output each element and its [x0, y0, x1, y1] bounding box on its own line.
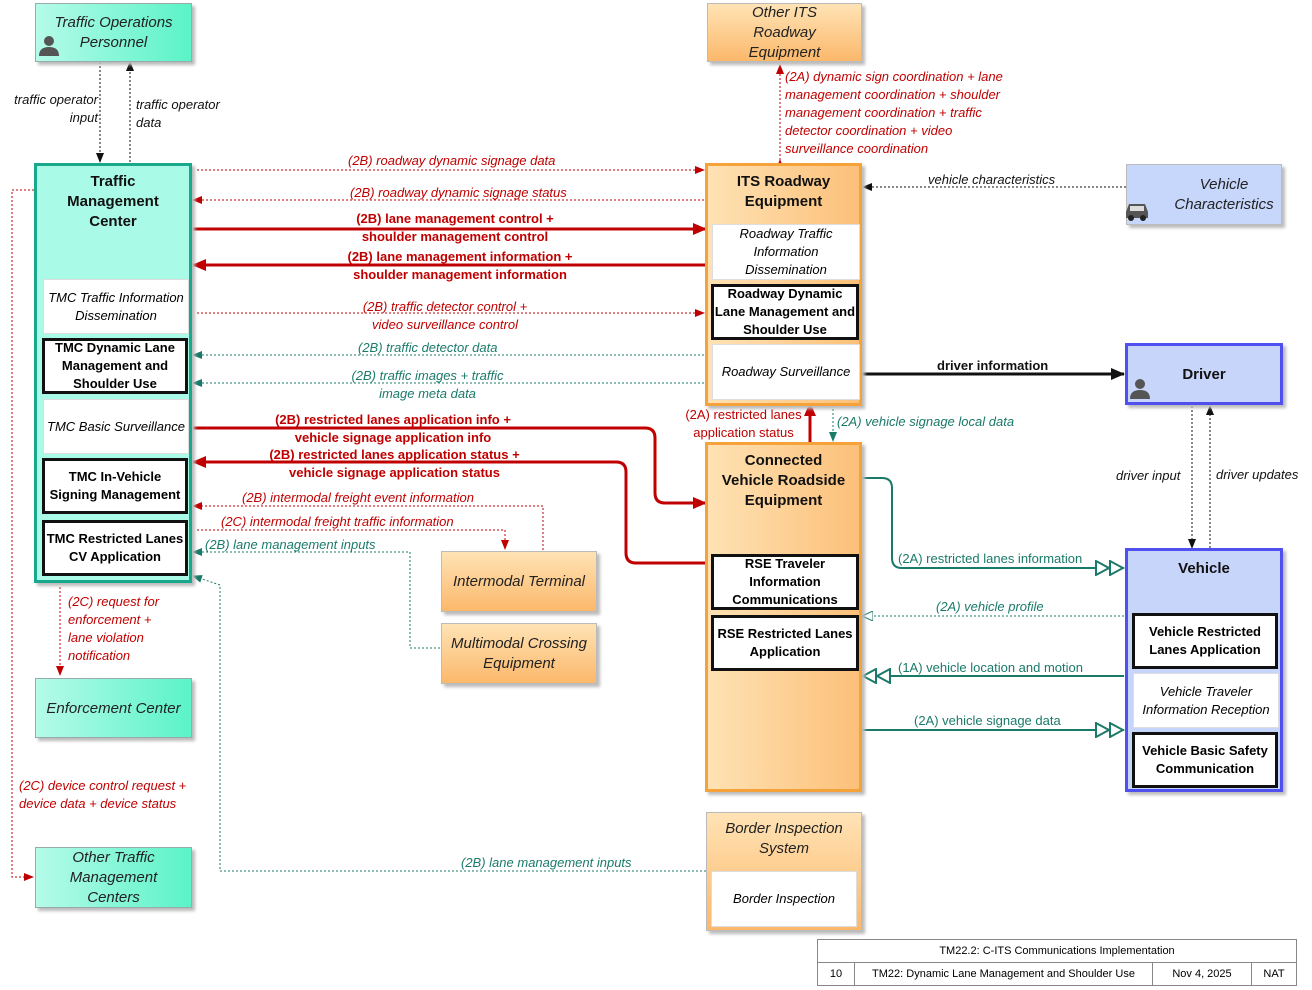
freight-traffic-line [197, 529, 509, 550]
traffic-ops-label: Traffic Operations Personnel [54, 13, 173, 51]
vehicle-char-box[interactable]: Vehicle Characteristics [1126, 164, 1282, 225]
cv-roadside-title: Connected Vehicle Roadside Equipment [721, 452, 846, 509]
tmc-box[interactable]: Traffic Management Center TMC Traffic In… [34, 163, 192, 583]
driver-updates-label: driver updates [1216, 467, 1299, 482]
tmc-sub-2[interactable]: TMC Dynamic Lane Management and Shoulder… [42, 338, 188, 394]
operator-input-label: traffic operator input [14, 92, 98, 125]
lane-mgmt-inputs2-line [192, 575, 706, 872]
rl-status-2a-label: (2A) restricted lanes application status [685, 407, 802, 440]
vehicle-box[interactable]: Vehicle Vehicle Restricted Lanes Applica… [1125, 548, 1283, 792]
rl-info-line [862, 477, 1124, 568]
title-block-title: TM22.2: C-ITS Communications Implementat… [817, 939, 1297, 963]
its-sub-3[interactable]: Roadway Surveillance [712, 344, 860, 400]
tmc-sub-4[interactable]: TMC In-Vehicle Signing Management [42, 458, 188, 514]
car-icon [1126, 204, 1148, 221]
device-ctrl-line [11, 186, 43, 881]
border-box[interactable]: Border Inspection System Border Inspecti… [706, 812, 862, 931]
cv-sub-2[interactable]: RSE Restricted Lanes Application [711, 615, 859, 671]
intermodal-terminal-label: Intermodal Terminal [452, 573, 585, 590]
coord-label: (2A) dynamic sign coordination + lane ma… [785, 69, 1003, 156]
its-roadway-title: ITS Roadway Equipment [736, 173, 831, 210]
title-block-name: TM22: Dynamic Lane Management and Should… [854, 962, 1153, 986]
traffic-ops-box[interactable]: Traffic Operations Personnel [35, 3, 192, 62]
detector-data-label: (2B) traffic detector data [358, 340, 498, 355]
driver-box[interactable]: Driver [1125, 343, 1283, 405]
cv-sub-1[interactable]: RSE Traveler Information Communications [711, 554, 859, 610]
title-block-num: 10 [817, 962, 855, 986]
multimodal-label: Multimodal Crossing Equipment [451, 634, 587, 672]
tmc-title: Traffic Management Center [67, 173, 159, 230]
rl-info-label: (2A) restricted lanes information [898, 551, 1083, 566]
rl-app-info-label: (2B) restricted lanes application info +… [275, 412, 511, 445]
operator-data-label: traffic operator data [136, 97, 220, 130]
vehicle-sub-2[interactable]: Vehicle Traveler Information Reception [1133, 673, 1279, 728]
traffic-images-label: (2B) traffic images + traffic image meta… [351, 368, 504, 401]
detector-ctrl-label: (2B) traffic detector control + video su… [362, 299, 528, 332]
intermodal-terminal-box[interactable]: Intermodal Terminal [441, 551, 597, 612]
vehicle-sub-3[interactable]: Vehicle Basic Safety Communication [1132, 732, 1278, 788]
other-tmc-label: Other Traffic Management Centers [69, 848, 158, 906]
tmc-sub-3[interactable]: TMC Basic Surveillance [43, 399, 189, 454]
vehicle-title: Vehicle [1178, 560, 1230, 577]
driver-input-label: driver input [1116, 468, 1181, 483]
person-icon [1130, 379, 1150, 399]
rl-app-info-line [193, 426, 707, 509]
its-sub-1[interactable]: Roadway Traffic Information Disseminatio… [712, 224, 860, 280]
veh-sign-local-label: (2A) vehicle signage local data [837, 414, 1015, 429]
sign-status-label: (2B) roadway dynamic signage status [350, 185, 567, 200]
multimodal-box[interactable]: Multimodal Crossing Equipment [441, 623, 597, 684]
cv-roadside-box[interactable]: Connected Vehicle Roadside Equipment RSE… [705, 442, 862, 792]
title-block: TM22.2: C-ITS Communications Implementat… [817, 939, 1297, 986]
tmc-sub-1[interactable]: TMC Traffic Information Dissemination [43, 279, 189, 334]
vehicle-char-flow-label: vehicle characteristics [928, 172, 1056, 187]
enforcement-req-label: (2C) request for enforcement + lane viol… [68, 594, 160, 663]
veh-sign-label: (2A) vehicle signage data [914, 713, 1061, 728]
rl-app-status-line [192, 456, 706, 565]
veh-loc-label: (1A) vehicle location and motion [898, 660, 1083, 675]
lane-mgmt-inputs-line [192, 548, 440, 649]
veh-profile-label: (2A) vehicle profile [936, 599, 1044, 614]
border-title: Border Inspection System [725, 820, 843, 857]
lane-mgmt-inputs-label: (2B) lane management inputs [205, 537, 376, 552]
rl-app-status-label: (2B) restricted lanes application status… [269, 447, 520, 480]
vehicle-char-label: Vehicle Characteristics [1174, 175, 1274, 213]
lane-ctrl-label: (2B) lane management control + shoulder … [356, 211, 554, 244]
lane-mgmt-inputs2-label: (2B) lane management inputs [461, 855, 632, 870]
other-its-label: Other ITS Roadway Equipment [748, 3, 821, 61]
its-roadway-box[interactable]: ITS Roadway Equipment Roadway Traffic In… [705, 163, 862, 406]
freight-traffic-label: (2C) intermodal freight traffic informat… [221, 514, 454, 529]
tmc-sub-5[interactable]: TMC Restricted Lanes CV Application [42, 520, 188, 576]
lane-info-label: (2B) lane management information + shoul… [347, 249, 573, 282]
freight-event-line [192, 502, 544, 550]
driver-title: Driver [1182, 366, 1226, 383]
vehicle-sub-1[interactable]: Vehicle Restricted Lanes Application [1132, 613, 1278, 669]
title-block-date: Nov 4, 2025 [1152, 962, 1252, 986]
sign-data-label: (2B) roadway dynamic signage data [348, 153, 556, 168]
person-icon [39, 36, 59, 56]
enforcement-box[interactable]: Enforcement Center [35, 678, 192, 738]
border-sub-1[interactable]: Border Inspection [711, 871, 857, 927]
driver-info-label: driver information [937, 358, 1049, 373]
its-sub-2[interactable]: Roadway Dynamic Lane Management and Shou… [711, 284, 859, 340]
other-its-box[interactable]: Other ITS Roadway Equipment [707, 3, 862, 62]
enforcement-label: Enforcement Center [46, 699, 181, 717]
device-ctrl-label: (2C) device control request + device dat… [19, 778, 187, 811]
other-tmc-box[interactable]: Other Traffic Management Centers [35, 847, 192, 908]
freight-event-label: (2B) intermodal freight event informatio… [242, 490, 474, 505]
title-block-scope: NAT [1251, 962, 1297, 986]
